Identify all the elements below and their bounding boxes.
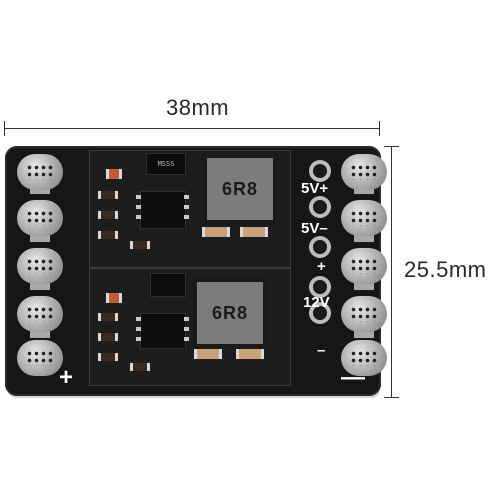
- height-dimension-line: [384, 146, 399, 398]
- height-dimension-label: 25.5mm: [404, 257, 487, 282]
- silk-plus: +: [317, 258, 326, 275]
- top-controller-chip: [140, 191, 186, 229]
- smd-component: [194, 349, 222, 359]
- silk-5v-minus: 5V–: [301, 220, 328, 237]
- right-pad-strip: [341, 154, 387, 376]
- smd-component: [98, 231, 118, 239]
- left-pad-strip: [17, 154, 63, 376]
- via-hole: [313, 240, 327, 254]
- watermark-logo: [175, 225, 465, 305]
- silk-right-minus: —: [341, 364, 365, 391]
- smd-component: [98, 353, 118, 361]
- via-hole: [313, 200, 327, 214]
- smd-component: [236, 349, 264, 359]
- bottom-mosfet-chip: [150, 273, 186, 297]
- bottom-controller-chip: [140, 313, 186, 349]
- top-converter-module: MSSS 6R8: [89, 150, 291, 268]
- smd-component: [106, 293, 122, 303]
- bottom-converter-module: 6R8: [89, 268, 291, 386]
- smd-component: [106, 169, 122, 179]
- smd-component: [98, 211, 118, 219]
- via-hole: [313, 280, 327, 294]
- smd-component: [130, 241, 150, 249]
- smd-component: [98, 313, 118, 321]
- smd-component: [98, 191, 118, 199]
- width-dimension-label: 38mm: [166, 95, 230, 120]
- top-mosfet-chip: MSSS: [146, 153, 186, 175]
- silk-minus: –: [317, 342, 326, 359]
- width-dimension-line: [4, 121, 380, 136]
- silk-5v-plus: 5V+: [301, 180, 329, 197]
- via-hole: [313, 164, 327, 178]
- smd-component: [130, 363, 150, 371]
- top-inductor: 6R8: [202, 153, 278, 225]
- smd-component: [98, 333, 118, 341]
- smd-component: [240, 227, 268, 237]
- smd-component: [202, 227, 230, 237]
- pcb-board: MSSS 6R8 6R8: [5, 146, 387, 396]
- silk-left-plus: +: [59, 364, 74, 391]
- silk-12v: 12V: [303, 294, 330, 311]
- via-hole: [313, 306, 327, 320]
- bottom-inductor: 6R8: [192, 277, 268, 349]
